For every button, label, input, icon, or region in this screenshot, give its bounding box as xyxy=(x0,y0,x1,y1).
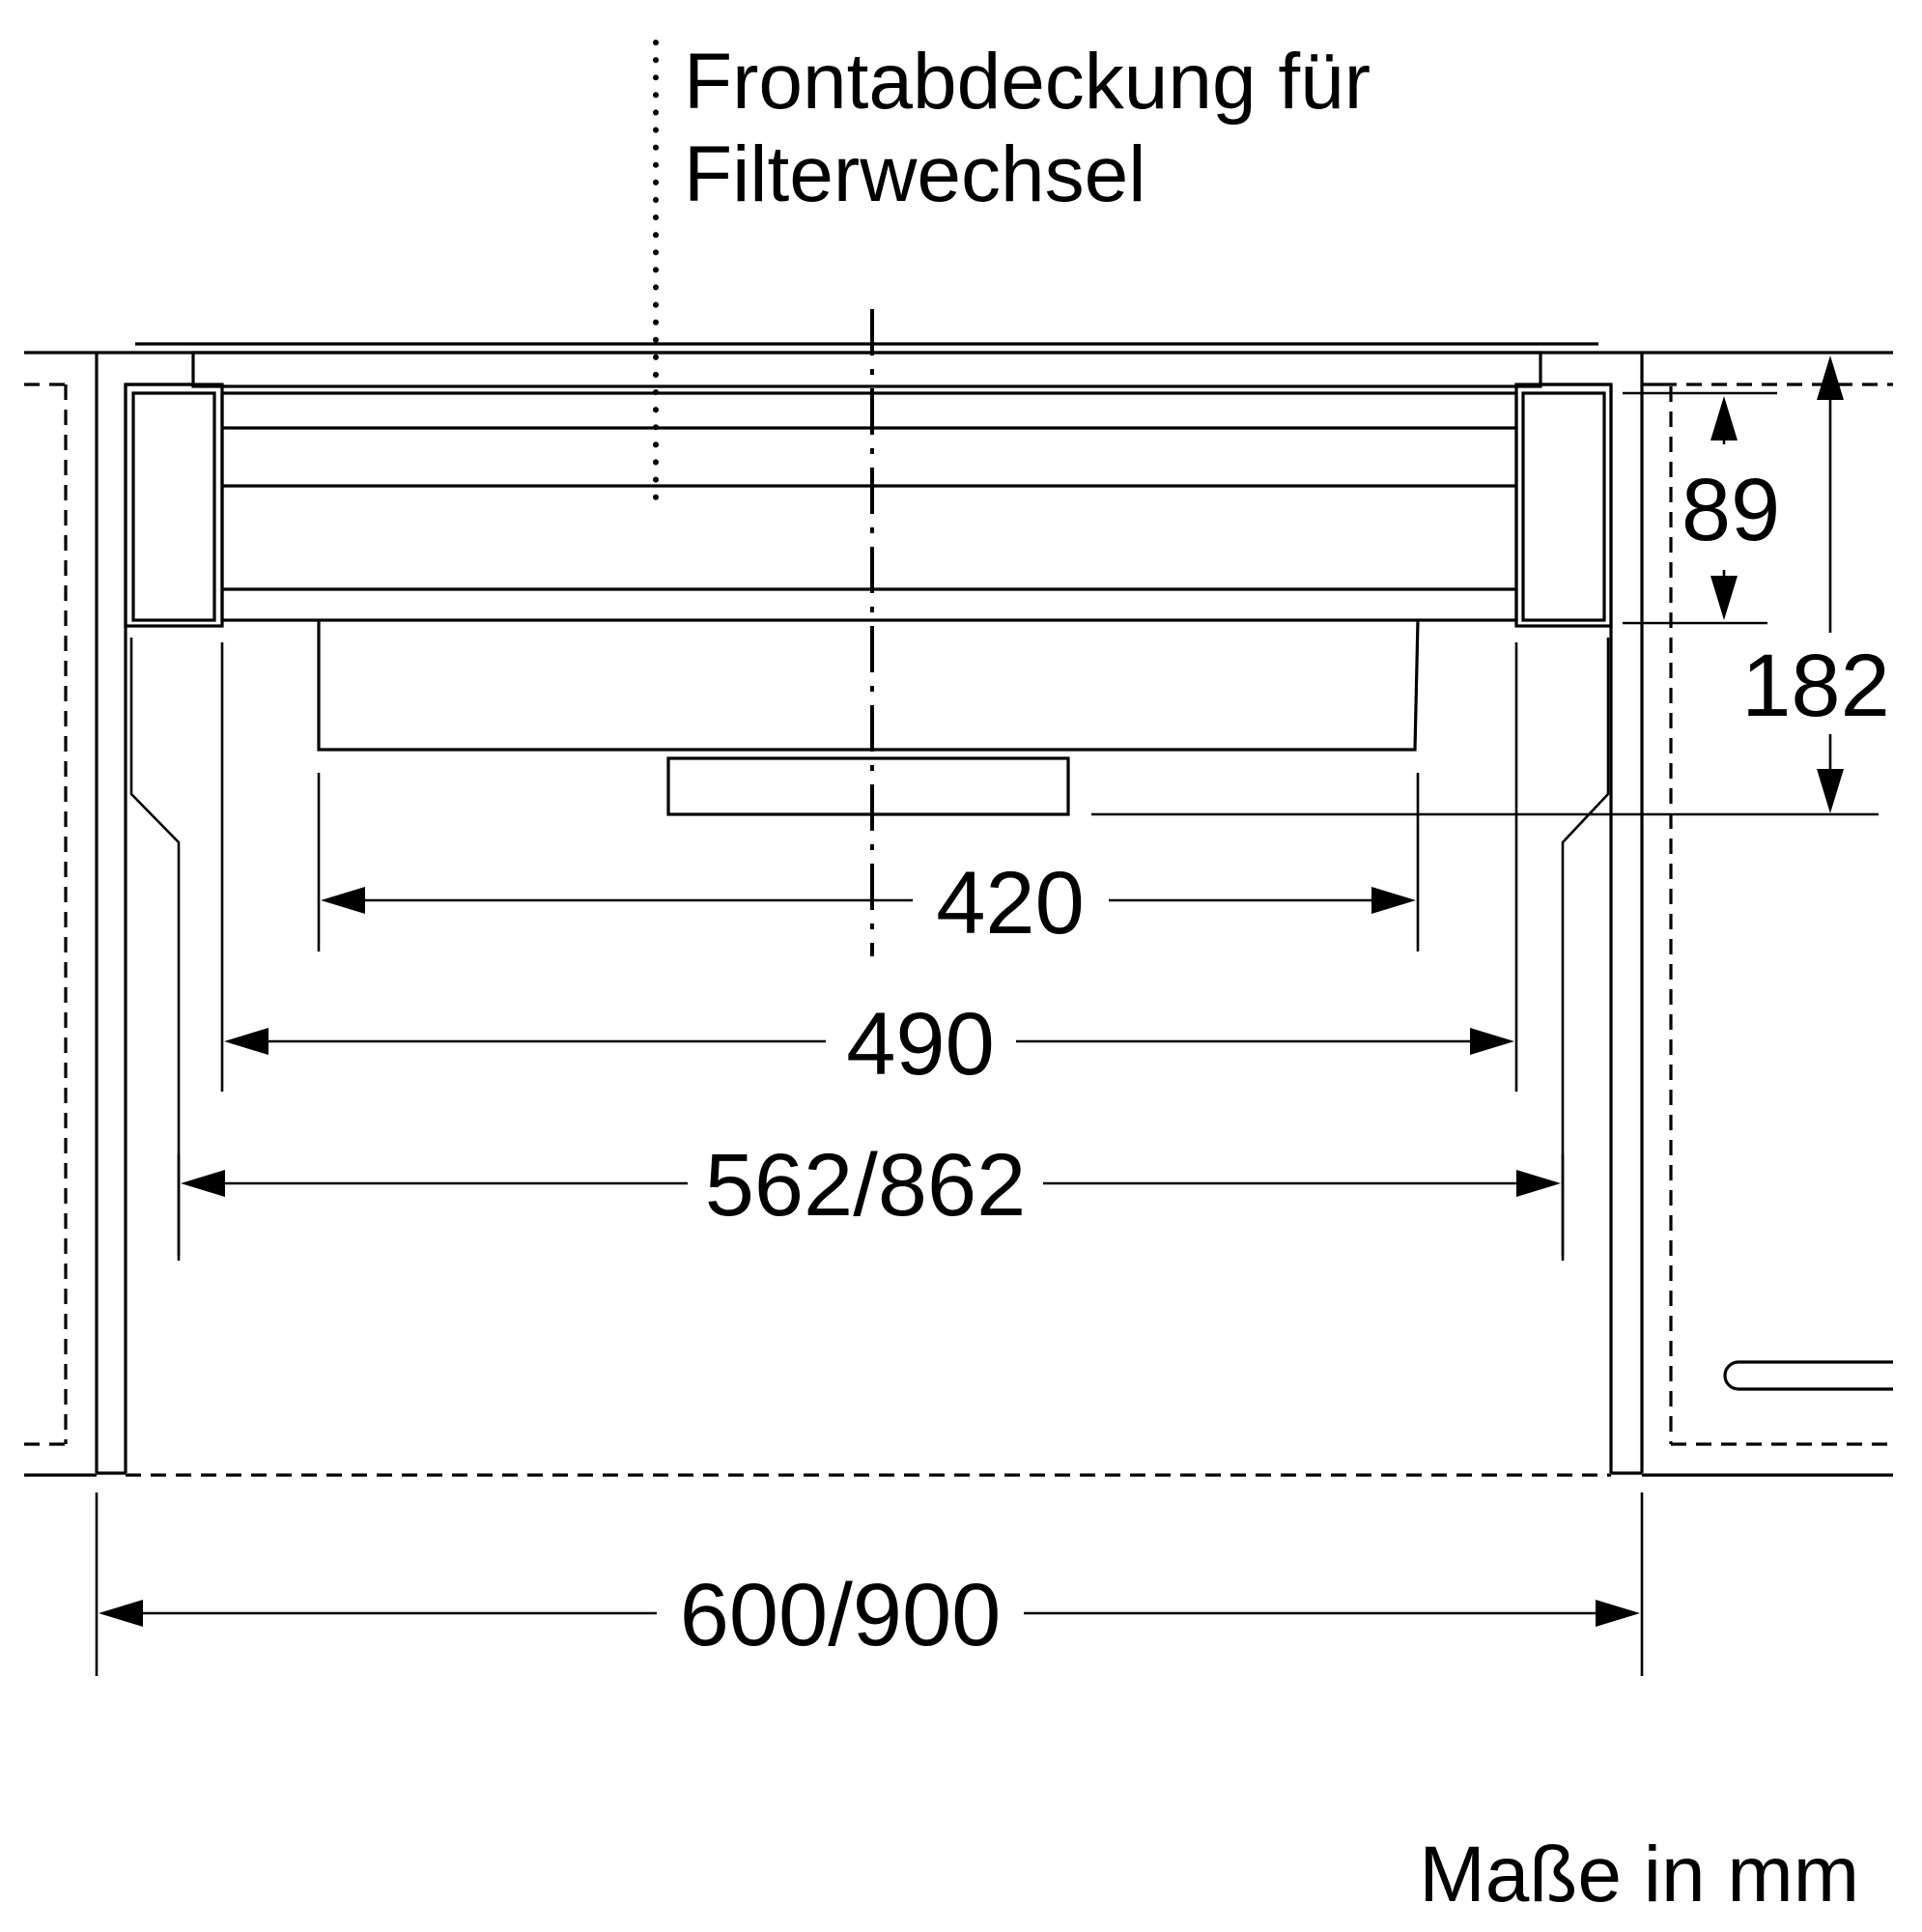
cooktop-body xyxy=(220,391,1518,622)
dimension-label-562-862: 562/862 xyxy=(705,1136,1027,1235)
dimension-182 xyxy=(1817,355,1844,813)
inner-side-profiles xyxy=(129,638,1610,1256)
dimension-label-89: 89 xyxy=(1682,461,1780,559)
dimension-89 xyxy=(1710,396,1738,620)
extension-lines xyxy=(95,391,1879,1676)
countertop xyxy=(24,351,1893,386)
fan-housing xyxy=(317,619,1420,816)
dimension-label-182: 182 xyxy=(1741,637,1890,735)
dimension-490 xyxy=(224,1028,1514,1055)
left-cabinet-wall xyxy=(24,353,193,1477)
dimension-label-420: 420 xyxy=(936,854,1085,952)
callout-title-line2: Filterwechsel xyxy=(684,130,1145,218)
dimension-label-600-900: 600/900 xyxy=(680,1566,1002,1664)
units-note: Maße in mm xyxy=(1419,1831,1859,1918)
dimension-label-490: 490 xyxy=(846,995,995,1094)
dimension-600-900 xyxy=(99,1600,1640,1627)
drawer-handle xyxy=(1723,1360,1893,1391)
dimension-562-862 xyxy=(181,1170,1561,1197)
callout-title-line1: Frontabdeckung für xyxy=(684,38,1371,126)
dimension-420 xyxy=(321,887,1416,914)
cooktop-glass xyxy=(135,342,1598,388)
